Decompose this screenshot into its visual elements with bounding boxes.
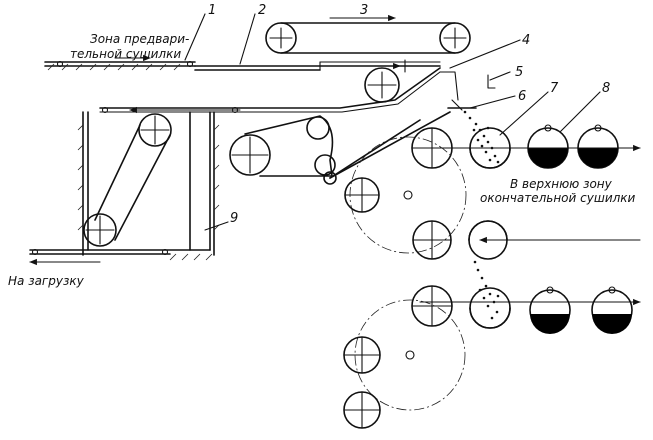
callout-7: 7 <box>550 81 559 96</box>
callout-9: 9 <box>230 211 238 226</box>
pre-drying-conveyor <box>44 54 196 71</box>
callout-8: 8 <box>602 81 610 96</box>
pre-drying-label-1: Зона предвари- <box>90 32 189 46</box>
upper-belt <box>265 14 471 54</box>
loading-outlet <box>29 248 213 266</box>
tension-belt <box>229 111 451 185</box>
callout-leaders <box>184 13 601 231</box>
sprocket-lower <box>343 299 466 429</box>
pre-drying-label-2: тельной сушилки <box>70 47 181 61</box>
grain-stream-upper <box>463 110 500 164</box>
drum-mid <box>364 67 400 103</box>
grain-stream-lower <box>473 260 500 320</box>
inclined-chute <box>99 67 441 114</box>
feeder <box>439 71 496 111</box>
callout-3: 3 <box>360 3 368 18</box>
bucket-row-lower <box>411 285 641 334</box>
upper-zone-label-1: В верхнюю зону <box>510 177 613 191</box>
callout-4: 4 <box>522 33 530 48</box>
callout-6: 6 <box>518 89 526 104</box>
upper-zone-label-2: окончательной сушилки <box>480 191 636 205</box>
elevator-shaft <box>77 111 220 256</box>
transfer-plate <box>194 59 441 73</box>
callout-2: 2 <box>258 3 266 18</box>
bucket-row-upper <box>411 124 641 169</box>
to-loading-label: На загрузку <box>8 274 85 288</box>
callout-5: 5 <box>515 65 523 80</box>
sprocket-upper <box>344 136 641 260</box>
callout-1: 1 <box>208 3 216 18</box>
